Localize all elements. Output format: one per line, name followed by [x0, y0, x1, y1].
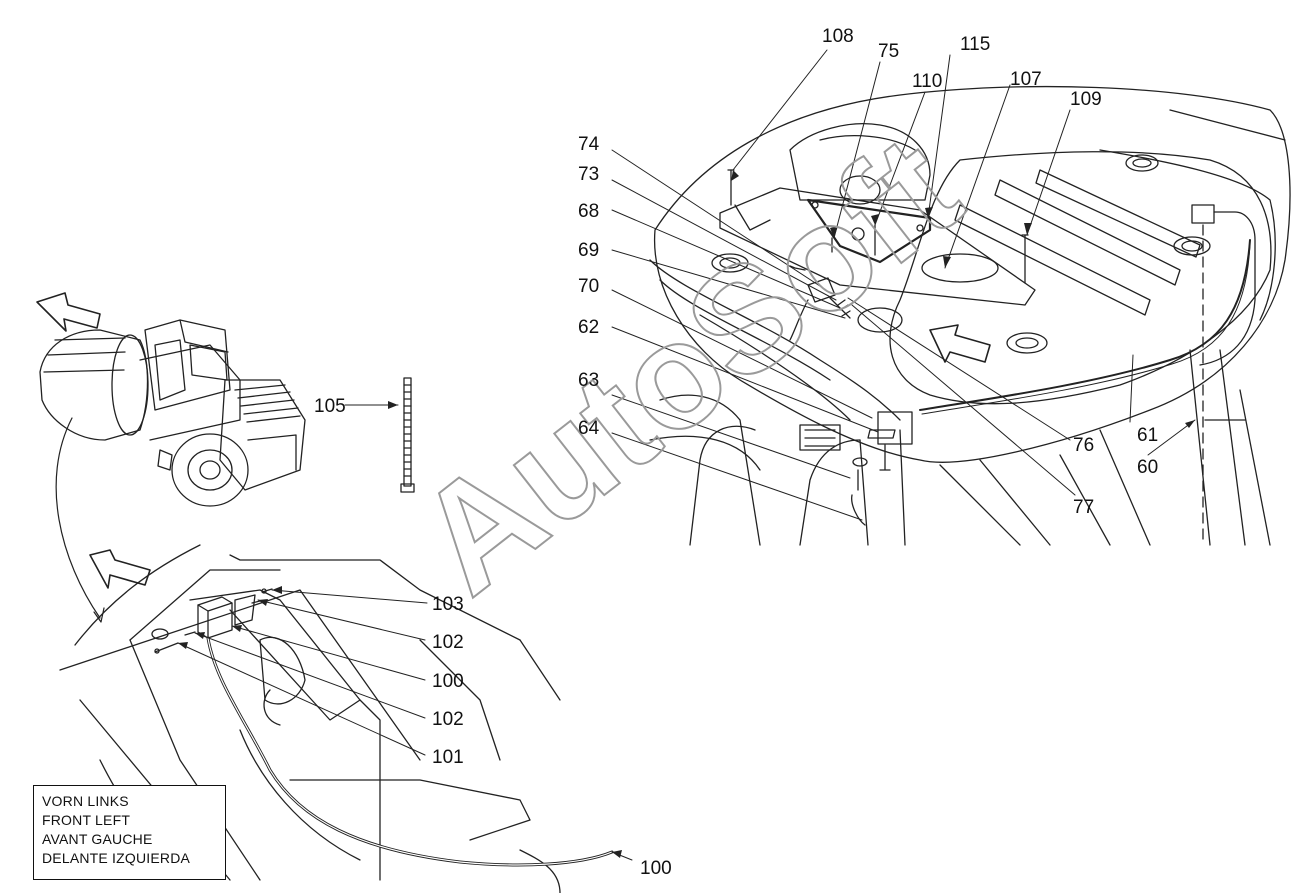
watermark-text: AutoSoft — [386, 103, 988, 625]
callout-73: 73 — [578, 164, 599, 185]
callout-115: 115 — [960, 34, 990, 55]
callout-75: 75 — [878, 41, 899, 62]
callout-77: 77 — [1073, 497, 1094, 518]
callout-102-upper: 102 — [432, 632, 464, 653]
callout-62: 62 — [578, 317, 599, 338]
callout-69: 69 — [578, 240, 599, 261]
callout-110: 110 — [912, 71, 942, 92]
callout-63: 63 — [578, 370, 599, 391]
callout-60: 60 — [1137, 457, 1158, 478]
callout-101: 101 — [432, 747, 464, 768]
callout-64: 64 — [578, 418, 600, 439]
callout-labels: 108 75 115 110 107 109 74 73 68 69 70 62… — [314, 26, 1158, 879]
callout-76: 76 — [1073, 435, 1094, 456]
legend-german: VORN LINKS — [42, 793, 129, 809]
callout-102-lower: 102 — [432, 709, 464, 730]
screw-105-drawing — [400, 377, 415, 493]
compactor-machine-drawing — [36, 292, 306, 623]
callout-61: 61 — [1137, 425, 1158, 446]
front-left-detail-drawing — [59, 544, 614, 893]
callout-70: 70 — [578, 276, 599, 297]
callout-74: 74 — [578, 134, 600, 155]
callout-68: 68 — [578, 201, 599, 222]
legend-spanish: DELANTE IZQUIERDA — [42, 850, 191, 866]
callout-arrowheads — [178, 170, 1195, 858]
callout-105: 105 — [314, 396, 346, 417]
callout-103: 103 — [432, 594, 464, 615]
callout-100-upper: 100 — [432, 671, 464, 692]
callout-109: 109 — [1070, 89, 1102, 110]
callout-100-lower: 100 — [640, 858, 672, 879]
roof-assembly-drawing — [649, 85, 1291, 546]
orientation-legend-box: VORN LINKS FRONT LEFT AVANT GAUCHE DELAN… — [33, 785, 226, 880]
legend-english: FRONT LEFT — [42, 812, 131, 828]
callout-108: 108 — [822, 26, 854, 47]
callout-leader-lines — [177, 49, 1196, 861]
legend-french: AVANT GAUCHE — [42, 831, 153, 847]
callout-107: 107 — [1010, 69, 1042, 90]
